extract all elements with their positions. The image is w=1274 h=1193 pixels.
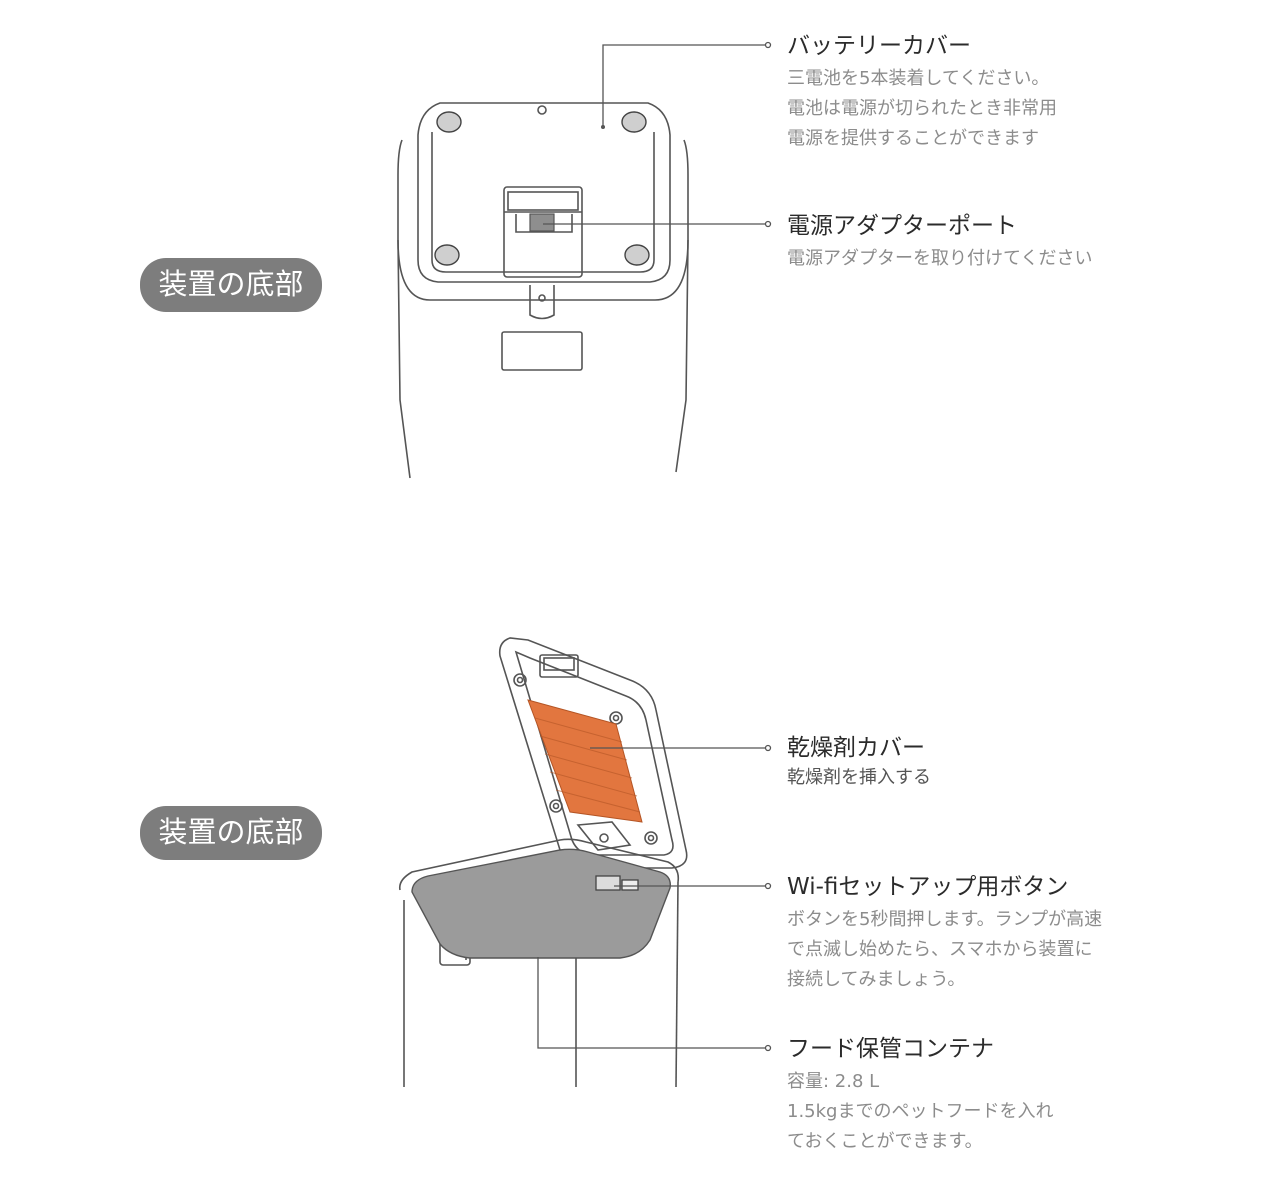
description-line: 1.5kgまでのペットフードを入れ [787, 1101, 1054, 1122]
section-badge: 装置の底部 [140, 806, 322, 860]
description-line: 電源アダプターを取り付けてください [787, 248, 1093, 269]
open-lid-section: 装置の底部 [0, 600, 1274, 1193]
callout-description: ボタンを5秒間押します。ランプが高速 で点滅し始めたら、スマホから装置に 接続し… [787, 905, 1257, 995]
callout-description: 乾燥剤を挿入する [787, 763, 1257, 793]
device-bottom-illustration [397, 41, 772, 479]
description-line: 電池は電源が切られたとき非常用 [787, 98, 1057, 119]
callout-title: 乾燥剤カバー [787, 735, 925, 761]
callout-battery-cover: バッテリーカバー 三電池を5本装着してください。 電池は電源が切られたとき非常用… [787, 31, 1257, 154]
callout-title: Wi-fiセットアップ用ボタン [787, 874, 1069, 900]
description-line: 電源を提供することができます [787, 128, 1039, 149]
description-line: ておくことができます。 [787, 1131, 983, 1152]
callout-power-adapter-port: 電源アダプターポート 電源アダプターを取り付けてください [787, 211, 1257, 274]
description-line: 三電池を5本装着してください。 [787, 68, 1050, 89]
food-container-interior [411, 848, 671, 959]
callout-food-storage-container: フード保管コンテナ 容量: 2.8 L 1.5kgまでのペットフードを入れ てお… [787, 1034, 1257, 1157]
callout-description: 容量: 2.8 L 1.5kgまでのペットフードを入れ ておくことができます。 [787, 1067, 1257, 1157]
description-line: 接続してみましょう。 [787, 969, 966, 990]
rubber-feet [434, 111, 650, 266]
callout-title: バッテリーカバー [787, 33, 971, 59]
callout-title: 電源アダプターポート [787, 213, 1017, 239]
description-line: 乾燥剤を挿入する [787, 767, 931, 788]
callout-desiccant-cover: 乾燥剤カバー 乾燥剤を挿入する [787, 733, 1257, 793]
section-badge: 装置の底部 [140, 258, 322, 312]
desiccant-pad [527, 699, 643, 823]
callout-description: 三電池を5本装着してください。 電池は電源が切られたとき非常用 電源を提供するこ… [787, 64, 1257, 154]
callout-wifi-setup-button: Wi-fiセットアップ用ボタン ボタンを5秒間押します。ランプが高速 で点滅し始… [787, 872, 1257, 995]
description-line: で点滅し始めたら、スマホから装置に [787, 939, 1093, 960]
bottom-view-section: 装置の底部 [0, 0, 1274, 520]
description-line: 容量: 2.8 L [787, 1071, 880, 1092]
device-open-lid-illustration [398, 637, 772, 1088]
callout-title: フード保管コンテナ [787, 1036, 994, 1062]
callout-description: 電源アダプターを取り付けてください [787, 244, 1257, 274]
description-line: ボタンを5秒間押します。ランプが高速 [787, 909, 1103, 930]
